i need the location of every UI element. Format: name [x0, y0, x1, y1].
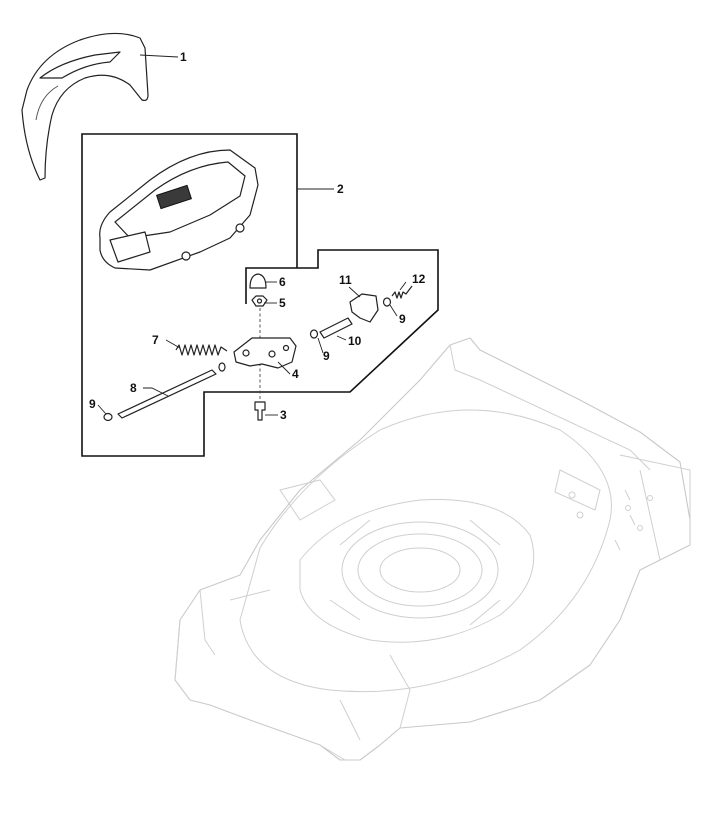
washer-part-c [309, 329, 319, 339]
callout-2: 2 [337, 182, 344, 196]
callout-10: 10 [348, 334, 362, 348]
small-bracket-part [349, 293, 379, 323]
callout-3: 3 [280, 408, 287, 422]
spring-part [175, 344, 228, 356]
deck-cover-part [99, 149, 259, 271]
washer-part-a [103, 412, 113, 422]
mower-deck-ghost [174, 337, 691, 761]
callout-12: 12 [412, 272, 426, 286]
washer-part-b [218, 362, 226, 372]
height-adjust-bracket-part [233, 337, 297, 369]
short-axle-rod-part [319, 317, 353, 339]
leader-lines [97, 54, 407, 416]
callout-4: 4 [292, 367, 299, 381]
callout-8: 8 [130, 381, 137, 395]
callout-9-middle: 9 [323, 349, 330, 363]
handle-cover-part [21, 32, 149, 181]
nut-part [251, 295, 268, 307]
bolt-part [254, 401, 266, 421]
small-spring-part [391, 285, 413, 299]
callout-labels: 1 2 3 4 5 6 7 8 9 9 9 10 11 12 [89, 50, 426, 422]
long-axle-rod-part [117, 369, 217, 419]
cap-nut-part [249, 273, 267, 289]
callout-11: 11 [339, 273, 352, 287]
callout-9-left: 9 [89, 397, 96, 411]
kit-frame [81, 133, 439, 457]
washer-part-d [382, 297, 392, 307]
callout-5: 5 [279, 296, 286, 310]
callout-9-right: 9 [399, 312, 406, 326]
callout-6: 6 [279, 275, 286, 289]
callout-1: 1 [180, 50, 187, 64]
callout-7: 7 [152, 333, 159, 347]
